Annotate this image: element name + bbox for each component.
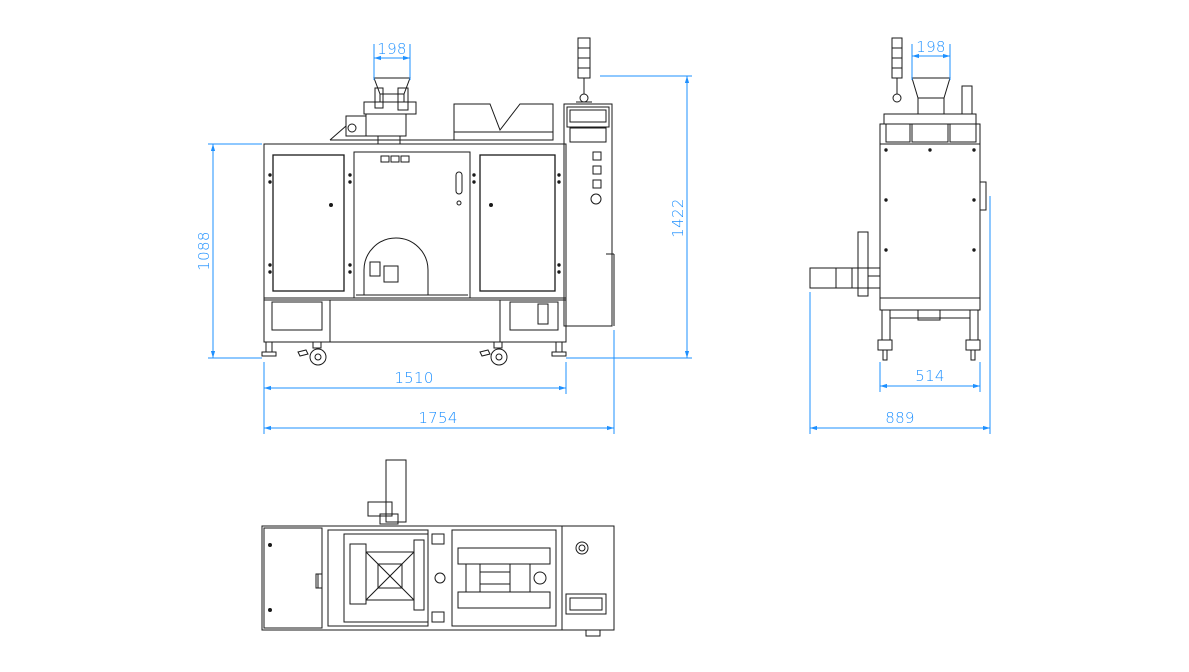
side-view bbox=[809, 37, 987, 361]
front-caster-right bbox=[479, 341, 508, 366]
top-view bbox=[261, 459, 615, 637]
dim-front-frame-height: 1088 bbox=[195, 231, 213, 270]
top-control-screen bbox=[565, 593, 607, 615]
left-door bbox=[272, 154, 345, 292]
front-filler-head bbox=[329, 77, 417, 144]
dim-front-total-width: 1754 bbox=[418, 409, 457, 427]
front-control-column bbox=[563, 37, 615, 327]
dim-front-hopper-width: 198 bbox=[377, 40, 407, 58]
front-view bbox=[261, 37, 615, 366]
front-cabinet bbox=[263, 143, 567, 301]
dim-side-total-depth: 889 bbox=[885, 409, 915, 427]
dim-side-leg-span: 514 bbox=[915, 367, 945, 385]
side-dimensions bbox=[809, 44, 991, 434]
front-caster-left bbox=[297, 341, 327, 366]
dim-side-hopper-width: 198 bbox=[916, 38, 946, 56]
side-discharge-arm bbox=[809, 231, 881, 297]
dim-front-total-height: 1422 bbox=[669, 198, 687, 237]
front-dimensions bbox=[208, 44, 692, 434]
top-filler-column bbox=[385, 459, 407, 523]
side-hopper bbox=[911, 77, 951, 99]
rotary-arch bbox=[363, 237, 429, 295]
side-cabinet bbox=[879, 143, 981, 311]
dim-front-wheelbase-width: 1510 bbox=[394, 369, 433, 387]
top-conveyor bbox=[451, 529, 557, 627]
front-bag-tray bbox=[453, 103, 554, 141]
right-door bbox=[479, 154, 556, 292]
top-outline bbox=[261, 525, 615, 631]
top-control-knob bbox=[575, 541, 589, 555]
